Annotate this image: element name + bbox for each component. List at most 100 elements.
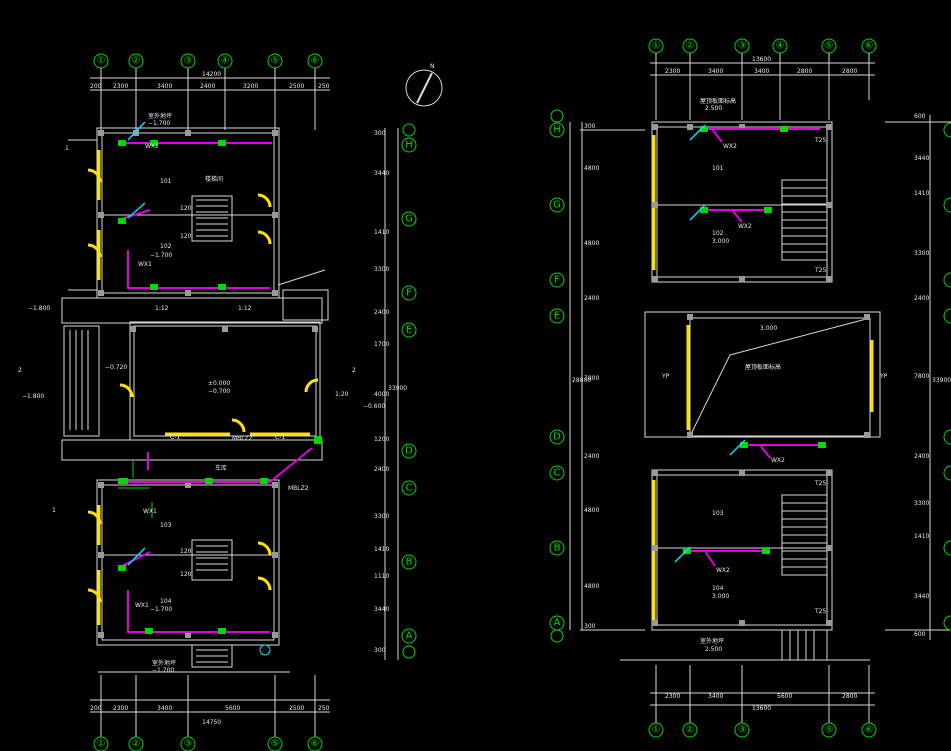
drawing-line <box>416 72 433 104</box>
drawing-label: 2.500 <box>705 105 722 112</box>
drawing-label: 室外地坪 <box>700 637 724 645</box>
drawing-label: T25 <box>814 137 826 144</box>
drawing-label: ④ <box>776 41 785 52</box>
drawing-rect <box>205 478 213 484</box>
drawing-rect <box>118 140 126 146</box>
axis-bubble <box>401 137 417 153</box>
drawing-rect <box>145 628 153 634</box>
drawing-line <box>711 128 723 143</box>
drawing-label: 3400 <box>708 68 723 75</box>
drawing-label: 3300 <box>374 513 389 520</box>
drawing-rect <box>687 124 693 130</box>
drawing-rect <box>185 290 191 296</box>
drawing-rect <box>222 326 228 332</box>
drawing-label: −0.720 <box>105 364 127 371</box>
drawing-label: ④ <box>221 56 230 67</box>
drawing-rect <box>652 124 658 130</box>
drawing-rect <box>185 632 191 638</box>
drawing-label: 102 <box>160 243 172 250</box>
axis-bubble <box>401 443 417 459</box>
drawing-label: 3200 <box>243 83 258 90</box>
drawing-label: 3.000 <box>712 593 729 600</box>
drawing-line <box>689 354 731 437</box>
drawing-label: MBLZ2 <box>288 485 309 492</box>
drawing-rect <box>218 284 226 290</box>
drawing-rect <box>272 632 278 638</box>
drawing-label: WX2 <box>738 223 752 230</box>
drawing-label: 33900 <box>932 377 951 384</box>
drawing-label: 2400 <box>200 83 215 90</box>
drawing-label: 103 <box>712 510 724 517</box>
drawing-rect <box>652 545 658 551</box>
drawing-label: ③ <box>184 739 193 750</box>
drawing-label: 120 <box>180 205 192 212</box>
drawing-label: 300 <box>584 123 596 130</box>
drawing-label: ② <box>132 739 141 750</box>
drawing-label: ⑤ <box>825 725 834 736</box>
drawing-rect <box>652 620 658 626</box>
axis-bubble <box>734 722 750 738</box>
drawing-rect <box>826 124 832 130</box>
drawing-rect <box>818 442 826 448</box>
drawing-label: 1700 <box>374 341 389 348</box>
drawing-line <box>127 547 146 566</box>
axis-bubble <box>549 272 565 288</box>
drawing-rect <box>218 140 226 146</box>
drawing-label: 250 <box>318 705 330 712</box>
drawing-rect <box>739 620 745 626</box>
right-walls <box>580 121 881 661</box>
drawing-line <box>731 209 743 223</box>
left-room-labels: 101 102 103 104 室外地坪 −1.700 楼梯间 −1.700 −… <box>18 112 385 674</box>
drawing-rect <box>687 314 693 320</box>
drawing-label: T25 <box>814 608 826 615</box>
dim-total: 14200 <box>202 71 221 78</box>
left-fixtures <box>118 140 322 634</box>
drawing-label: 4800 <box>584 583 599 590</box>
door-icon <box>257 193 272 208</box>
drawing-label: 102 <box>712 230 724 237</box>
drawing-label: ⑥ <box>865 41 874 52</box>
drawing-rect <box>118 218 126 224</box>
axis-bubble <box>93 736 109 751</box>
drawing-label: 2800 <box>797 68 812 75</box>
drawing-rect <box>191 195 233 242</box>
drawing-label: −1.700 <box>152 667 174 674</box>
axis-bubble <box>943 540 951 556</box>
axis-bubble <box>550 629 564 643</box>
drawing-label: G <box>405 214 413 225</box>
drawing-label: 2500 <box>289 83 304 90</box>
drawing-rect <box>689 317 871 437</box>
drawing-label: 楼梯间 <box>205 175 223 183</box>
drawing-label: 2400 <box>914 295 929 302</box>
drawing-rect <box>644 311 881 438</box>
drawing-rect <box>98 482 104 488</box>
axis-bubble <box>259 644 271 656</box>
right-columns <box>652 124 870 626</box>
drawing-label: 101 <box>160 178 172 185</box>
drawing-rect <box>700 126 708 132</box>
drawing-label: 3400 <box>708 693 723 700</box>
drawing-label: B <box>406 557 413 568</box>
drawing-label: 2 <box>18 367 22 374</box>
axis-bubble <box>267 736 283 751</box>
drawing-label: 1410 <box>374 546 389 553</box>
axis-bubble <box>402 645 416 659</box>
drawing-label: 室外地坪 <box>148 112 172 120</box>
axis-bubble <box>549 308 565 324</box>
right-bottom-dimensions: 2300 3400 5600 2800 13600 ① ② ③ ⑤ ⑥ <box>648 665 877 738</box>
drawing-label: ③ <box>184 56 193 67</box>
drawing-label: 120 <box>180 233 192 240</box>
door-icon <box>231 418 246 433</box>
drawing-label: 2500 <box>289 705 304 712</box>
drawing-label: 3300 <box>914 500 929 507</box>
drawing-label: 2300 <box>665 693 680 700</box>
drawing-rect <box>118 565 126 571</box>
drawing-label: D <box>405 446 413 457</box>
right-right-dimensions: 600 3440 1410 3300 2400 7800 2400 3300 1… <box>885 113 951 640</box>
drawing-label: 2400 <box>584 295 599 302</box>
drawing-label: ① <box>652 41 661 52</box>
drawing-label: C-1 <box>170 434 180 441</box>
drawing-label: 屋顶板面标高 <box>745 363 781 371</box>
drawing-label: 7800 <box>584 375 599 382</box>
